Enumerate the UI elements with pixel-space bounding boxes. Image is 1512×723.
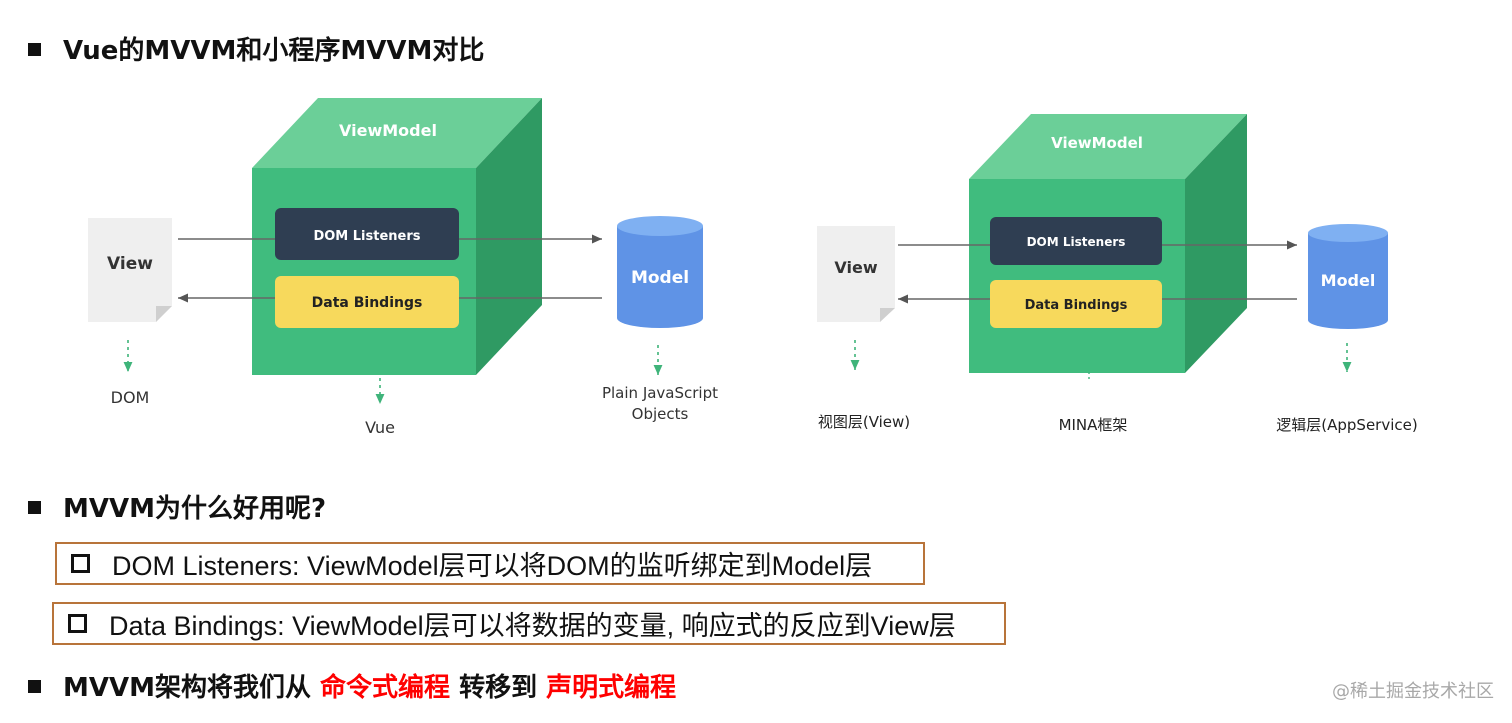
mina-view-caption: 视图层(View) (818, 413, 910, 431)
vue-vue-caption: Vue (365, 418, 395, 437)
vue-viewmodel-cube (252, 98, 542, 375)
mina-model-caption: 逻辑层(AppService) (1276, 416, 1417, 434)
vue-dom-listeners-label: DOM Listeners (313, 229, 420, 244)
hollow-square-icon (68, 614, 87, 633)
vue-mvvm-diagram: ViewModel DOM Listeners Data Bindings Vi… (88, 98, 718, 437)
vue-data-bindings-box (275, 276, 459, 328)
bullet-square-icon (28, 501, 41, 514)
heading-paradigm-middle: 转移到 (450, 673, 547, 703)
mina-data-bindings-box (990, 280, 1162, 328)
section-heading-why-mvvm: MVVM为什么好用呢? (28, 488, 326, 525)
bullet-box-data-bindings: Data Bindings: ViewModel层可以将数据的变量, 响应式的反… (52, 602, 1006, 645)
vue-model-cylinder-icon (617, 216, 703, 328)
mina-model-cylinder-icon (1308, 224, 1388, 329)
imperative-programming-highlight: 命令式编程 (320, 673, 451, 703)
vue-model-caption-line2: Objects (632, 405, 689, 423)
declarative-programming-highlight: 声明式编程 (546, 673, 677, 703)
mina-center-caption: MINA框架 (1059, 416, 1128, 434)
vue-viewmodel-label: ViewModel (339, 121, 437, 140)
vue-data-bindings-label: Data Bindings (312, 295, 423, 311)
section-heading-paradigm-shift: MVVM架构将我们从 命令式编程 转移到 声明式编程 (28, 667, 676, 704)
mina-mvvm-diagram: ViewModel DOM Listeners Data Bindings Vi… (817, 114, 1418, 434)
section-heading-comparison: Vue的MVVM和小程序MVVM对比 (28, 30, 484, 67)
mina-model-label: Model (1321, 271, 1376, 290)
vue-view-document-icon (88, 218, 172, 322)
mina-data-bindings-label: Data Bindings (1025, 298, 1128, 313)
bullet-box-dom-listeners: DOM Listeners: ViewModel层可以将DOM的监听绑定到Mod… (55, 542, 925, 585)
mina-viewmodel-label: ViewModel (1051, 134, 1143, 152)
heading-comparison-text: Vue的MVVM和小程序MVVM对比 (63, 36, 485, 66)
vue-model-label: Model (631, 268, 689, 288)
bullet-text-data-bindings: Data Bindings: ViewModel层可以将数据的变量, 响应式的反… (109, 611, 956, 641)
vue-view-label: View (107, 254, 153, 274)
vue-dom-listeners-box (275, 208, 459, 260)
bullet-text-dom-listeners: DOM Listeners: ViewModel层可以将DOM的监听绑定到Mod… (112, 551, 873, 581)
mina-viewmodel-cube (969, 114, 1247, 373)
heading-paradigm-prefix: MVVM架构将我们从 (63, 673, 321, 703)
mina-view-label: View (834, 258, 877, 277)
vue-model-caption-line1: Plain JavaScript (602, 384, 718, 402)
watermark-text: @稀土掘金技术社区 (1332, 681, 1494, 702)
mina-dom-listeners-label: DOM Listeners (1027, 235, 1126, 249)
hollow-square-icon (71, 554, 90, 573)
mina-view-document-icon (817, 226, 895, 322)
mina-dom-listeners-box (990, 217, 1162, 265)
heading-why-mvvm-text: MVVM为什么好用呢? (63, 494, 327, 524)
bullet-square-icon (28, 43, 41, 56)
vue-dom-caption: DOM (111, 388, 150, 407)
bullet-square-icon (28, 680, 41, 693)
